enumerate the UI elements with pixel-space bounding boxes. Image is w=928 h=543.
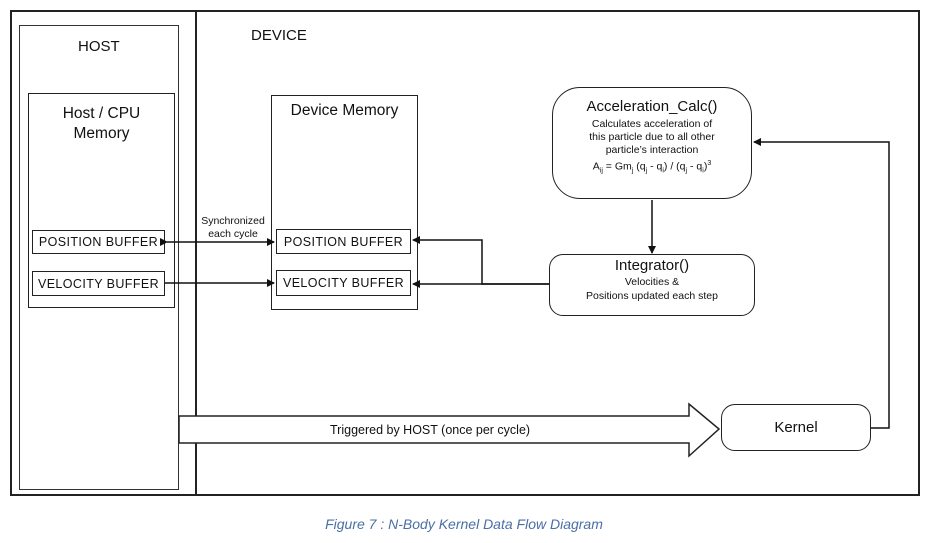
sync-label-line1: Synchronized — [201, 215, 265, 227]
device-title: DEVICE — [251, 27, 307, 44]
trigger-label: Triggered by HOST (once per cycle) — [330, 423, 531, 437]
sync-label-line2: each cycle — [208, 228, 258, 240]
acceleration-calc-box: Acceleration_Calc() Calculates accelerat… — [552, 87, 752, 199]
sync-label: Synchronized each cycle — [185, 215, 281, 241]
integrator-box: Integrator() Velocities & Positions upda… — [549, 254, 755, 316]
acceleration-desc-3: particle’s interaction — [605, 144, 699, 156]
integrator-title: Integrator() — [614, 257, 690, 274]
host-column — [19, 25, 179, 490]
device-position-buffer: POSITION BUFFER — [276, 229, 411, 254]
host-memory-title: Host / CPU Memory — [62, 105, 141, 142]
acceleration-desc-1: Calculates acceleration of — [591, 118, 713, 130]
diagram-frame — [10, 10, 920, 496]
host-velocity-buffer: VELOCITY BUFFER — [32, 271, 165, 296]
device-memory-title: Device Memory — [290, 102, 399, 119]
acceleration-calc-title: Acceleration_Calc() — [586, 98, 718, 115]
figure-caption: Figure 7 : N-Body Kernel Data Flow Diagr… — [325, 516, 603, 532]
host-title: HOST — [78, 38, 120, 55]
trigger-arrow — [178, 402, 721, 458]
integrator-desc-1: Velocities & — [624, 276, 680, 288]
kernel-box: Kernel — [721, 404, 871, 451]
device-region — [195, 10, 920, 496]
acceleration-formula: Aij = Gmj (qj - qi) / (qj - qi)3 — [592, 160, 712, 175]
integrator-to-position-arrow — [412, 236, 549, 285]
kernel-to-acceleration-arrow — [753, 138, 890, 429]
integrator-desc-2: Positions updated each step — [586, 290, 718, 302]
device-velocity-buffer: VELOCITY BUFFER — [276, 270, 411, 296]
acceleration-desc-2: this particle due to all other — [589, 131, 715, 143]
